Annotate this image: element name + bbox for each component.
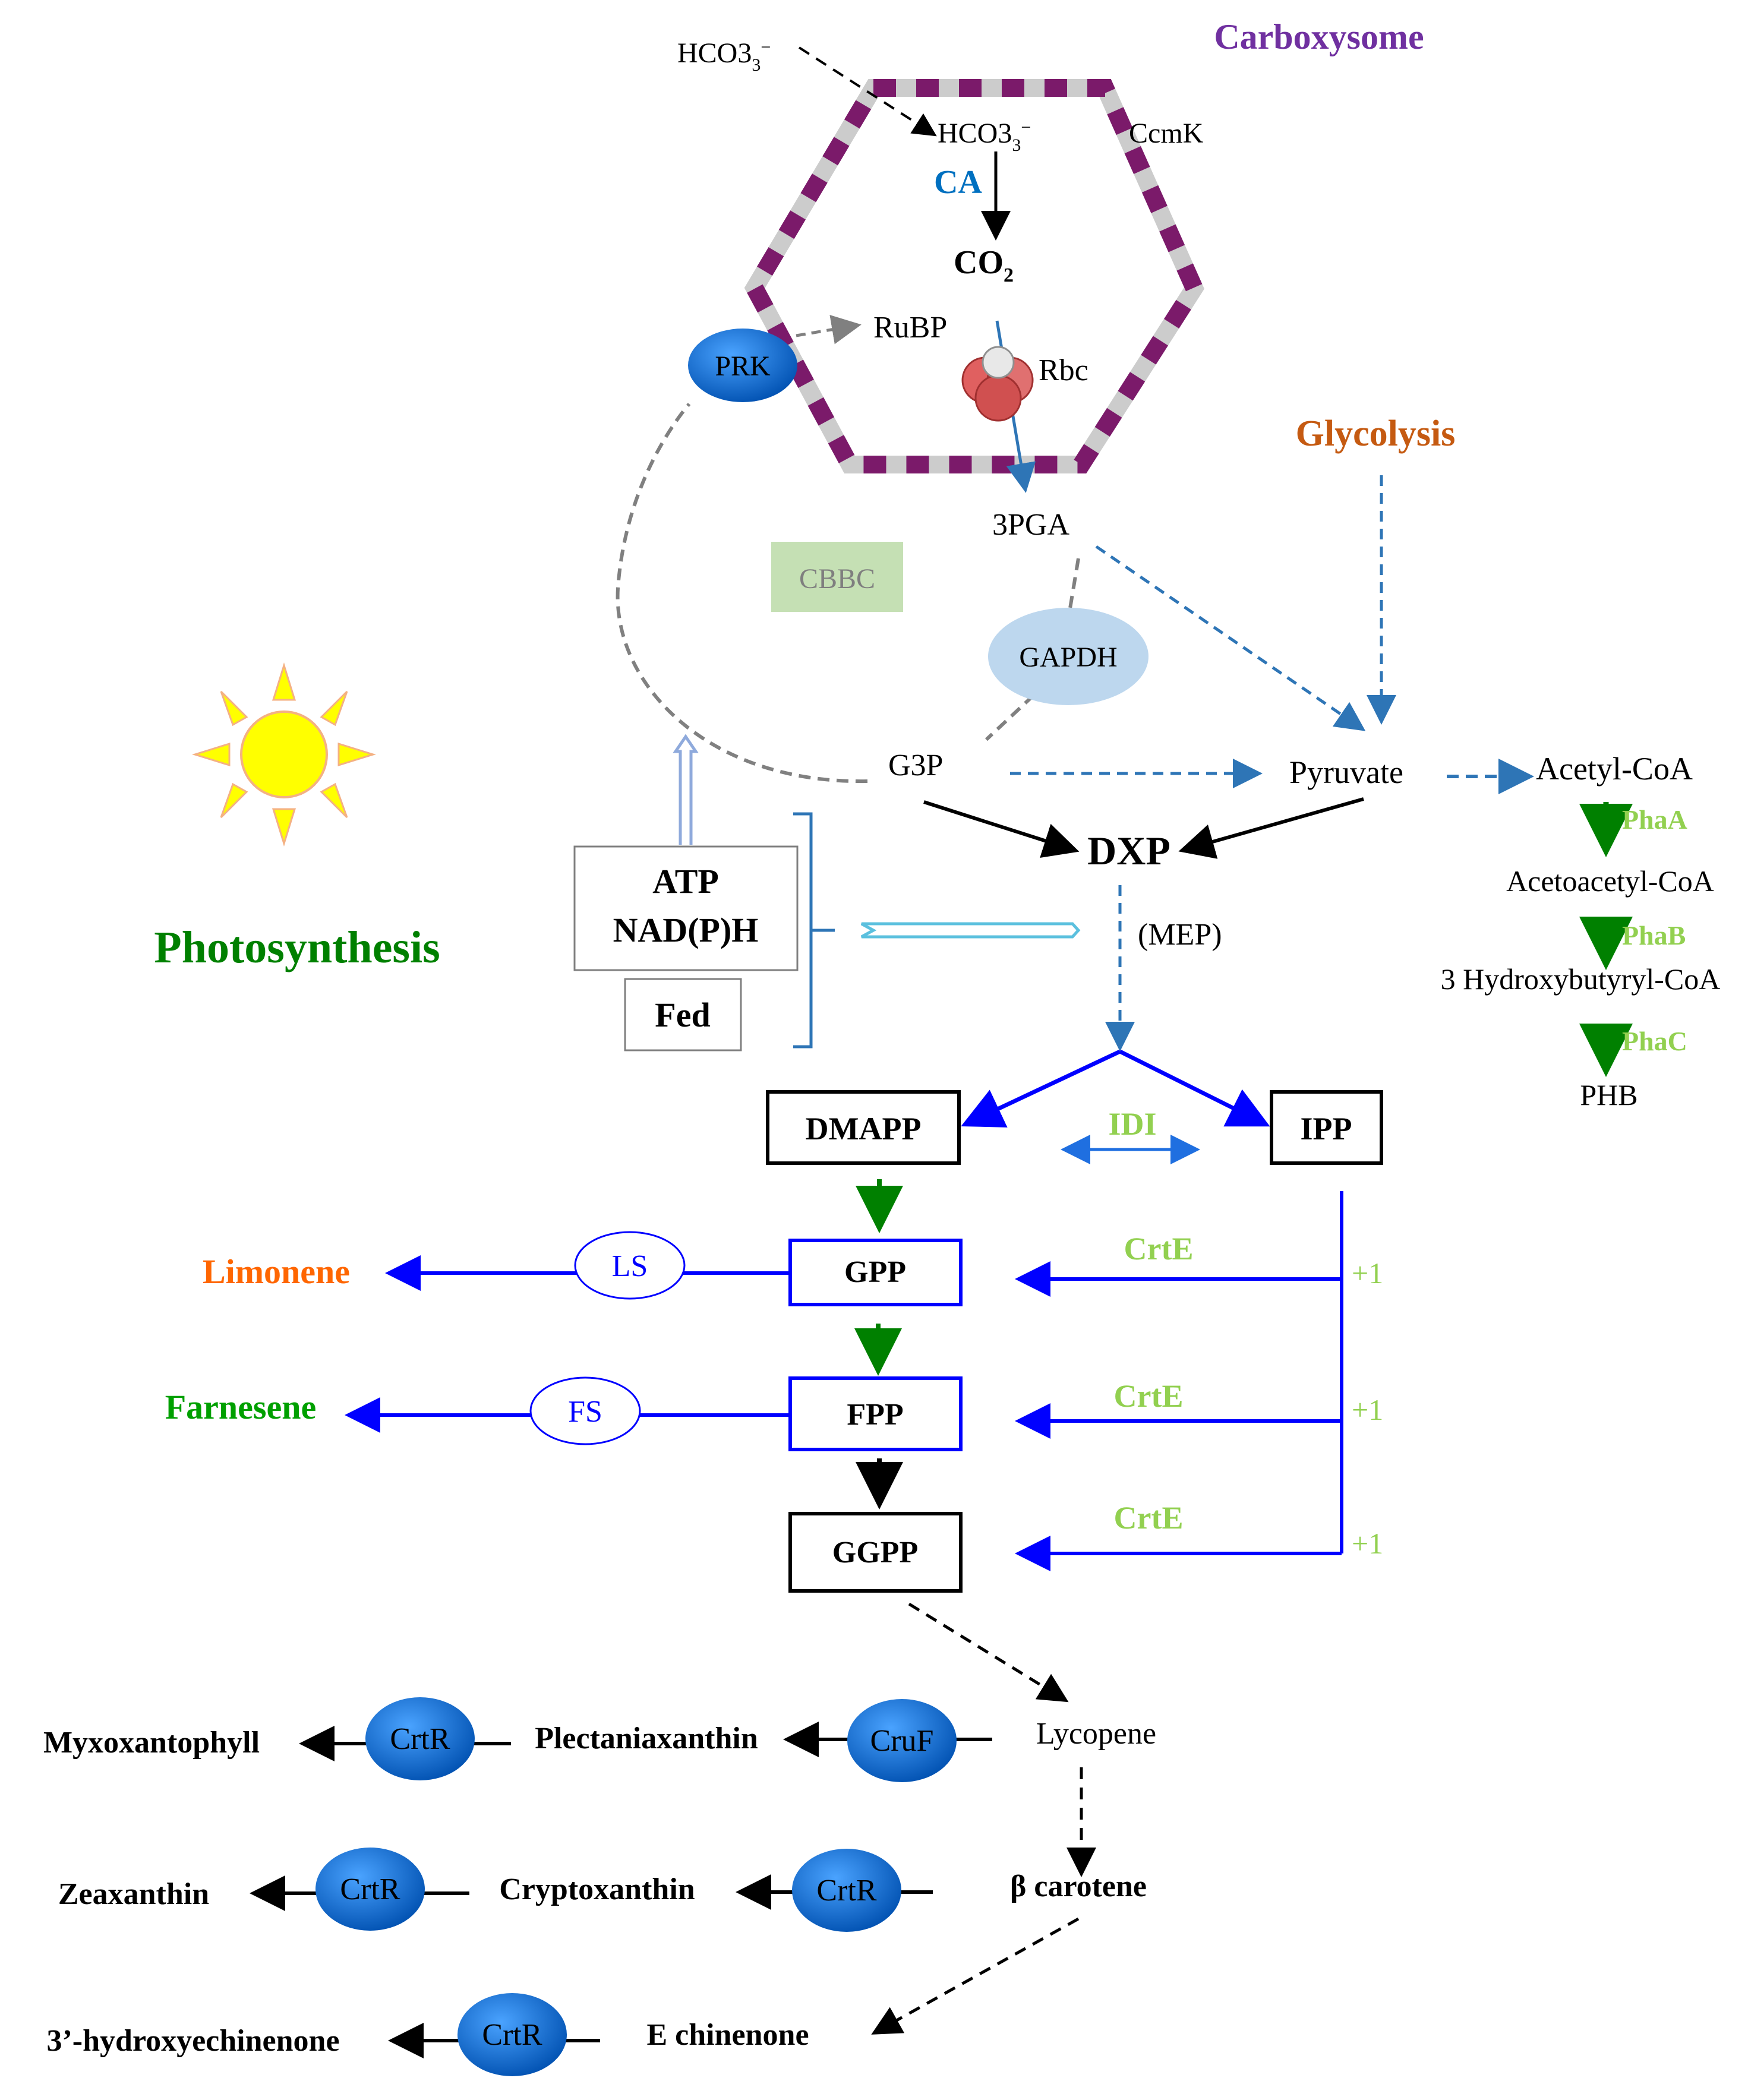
ccmk-label: CcmK <box>1129 118 1204 149</box>
ls-enzyme <box>574 1231 686 1300</box>
phaa-label: PhaA <box>1622 804 1687 835</box>
plectaniaxanthin-label: Plectaniaxanthin <box>535 1722 758 1755</box>
cruf-enzyme <box>847 1699 957 1782</box>
crte2-label: CrtE <box>1114 1378 1184 1414</box>
crtr3-enzyme <box>315 1848 425 1931</box>
rbc-label: Rbc <box>1039 353 1088 387</box>
gapdh-enzyme <box>988 608 1148 705</box>
dmapp-label: DMAPP <box>806 1111 922 1147</box>
zeaxanthin-label: Zeaxanthin <box>58 1877 209 1911</box>
fed-box <box>624 978 742 1051</box>
carboxysome-shell <box>744 79 1204 473</box>
crtr4-label: CrtR <box>482 2018 542 2052</box>
split-to-ipp-arrow <box>1119 1049 1270 1127</box>
lycopene-label: Lycopene <box>1036 1717 1156 1751</box>
myxoxantophyll-label: Myxoxantophyll <box>43 1726 260 1760</box>
farnesene-label: Farnesene <box>165 1388 317 1426</box>
pyruvate-to-dxp-arrow <box>1178 797 1364 859</box>
fs-label: FS <box>568 1395 602 1429</box>
hydroxybutyryl-coa-label: 3 Hydroxybutyryl-CoA <box>1441 962 1721 996</box>
nadph-label: NAD(P)H <box>613 911 759 949</box>
cruf-label: CruF <box>870 1724 934 1758</box>
phab-label: PhaB <box>1622 920 1686 950</box>
split-to-dmapp-arrow <box>961 1049 1121 1128</box>
cbbc-box <box>771 542 903 612</box>
crtr3-label: CrtR <box>340 1872 400 1906</box>
plus1-b-label: +1 <box>1352 1393 1383 1426</box>
hco3-outside-label: HCO33− <box>677 37 771 75</box>
phac-label: PhaC <box>1622 1026 1687 1056</box>
pga-label: 3PGA <box>992 508 1069 542</box>
carotene-to-echinenone-arrow <box>871 1917 1080 2035</box>
limonene-label: Limonene <box>203 1252 350 1291</box>
ls-label: LS <box>612 1249 648 1283</box>
calvin-cycle-arc <box>616 403 868 784</box>
crtr1-label: CrtR <box>390 1722 450 1756</box>
dxp-label: DXP <box>1087 828 1170 873</box>
crte1-label: CrtE <box>1124 1231 1194 1267</box>
ipp-label: IPP <box>1301 1111 1352 1147</box>
idi-label: IDI <box>1108 1106 1156 1142</box>
ipp-box <box>1270 1090 1383 1165</box>
sun-icon <box>191 662 377 847</box>
g3p-label: G3P <box>888 749 943 782</box>
fed-label: Fed <box>655 996 710 1034</box>
atp-nadph-box <box>573 845 799 971</box>
hco3-import-arrow <box>798 46 937 137</box>
cryptoxanthin-label: Cryptoxanthin <box>499 1872 695 1906</box>
acetoacetyl-coa-label: Acetoacetyl-CoA <box>1506 864 1714 898</box>
co2-label: CO2 <box>954 244 1014 286</box>
prk-enzyme: PRK <box>688 329 797 402</box>
prk-to-rubp-arrow <box>796 315 862 345</box>
hco3-inside-label: HCO33− <box>938 118 1031 155</box>
pyruvate-label: Pyruvate <box>1289 754 1403 790</box>
hydroxyechinenone-label: 3’-hydroxyechinenone <box>46 2024 339 2058</box>
acetyl-coa-label: Acetyl-CoA <box>1536 751 1693 787</box>
crtr4-enzyme <box>457 1993 567 2076</box>
energy-to-mep-arrow <box>860 922 1081 939</box>
phb-label: PHB <box>1580 1078 1637 1111</box>
gapdh-label: GAPDH <box>1019 642 1117 673</box>
pga-to-gapdh-link <box>1068 558 1080 612</box>
fpp-box <box>788 1376 963 1451</box>
photosynthesis-label: Photosynthesis <box>154 923 440 972</box>
glycolysis-label: Glycolysis <box>1296 413 1456 454</box>
g3p-to-dxp-arrow <box>923 800 1080 858</box>
gpp-label: GPP <box>844 1255 906 1289</box>
cbbc-label: CBBC <box>799 563 875 595</box>
crte3-label: CrtE <box>1114 1500 1184 1536</box>
fs-enzyme <box>529 1376 641 1445</box>
plus1-c-label: +1 <box>1352 1527 1383 1560</box>
rubp-label: RuBP <box>873 311 947 345</box>
prk-label: PRK <box>715 350 771 382</box>
crtr1-enzyme <box>365 1697 475 1780</box>
dmapp-box <box>766 1090 961 1165</box>
beta-carotene-label: β carotene <box>1010 1870 1147 1903</box>
ggpp-to-lycopene-arrow <box>908 1602 1069 1703</box>
fpp-label: FPP <box>847 1398 903 1432</box>
energy-to-cycle-arrow <box>673 734 699 845</box>
gapdh-to-g3p-link <box>985 693 1036 741</box>
ggpp-label: GGPP <box>832 1536 918 1570</box>
mep-label: (MEP) <box>1138 918 1222 952</box>
crtr2-enzyme <box>792 1849 901 1932</box>
rubisco-icon <box>961 320 1036 493</box>
ca-label: CA <box>934 164 982 201</box>
ggpp-box <box>788 1512 963 1593</box>
carboxysome-title: Carboxysome <box>1214 17 1424 56</box>
plus1-a-label: +1 <box>1352 1256 1383 1290</box>
crtr2-label: CrtR <box>816 1874 876 1908</box>
echinenone-label: E chinenone <box>646 2018 809 2052</box>
gpp-box <box>788 1239 963 1306</box>
atp-label: ATP <box>652 862 719 901</box>
